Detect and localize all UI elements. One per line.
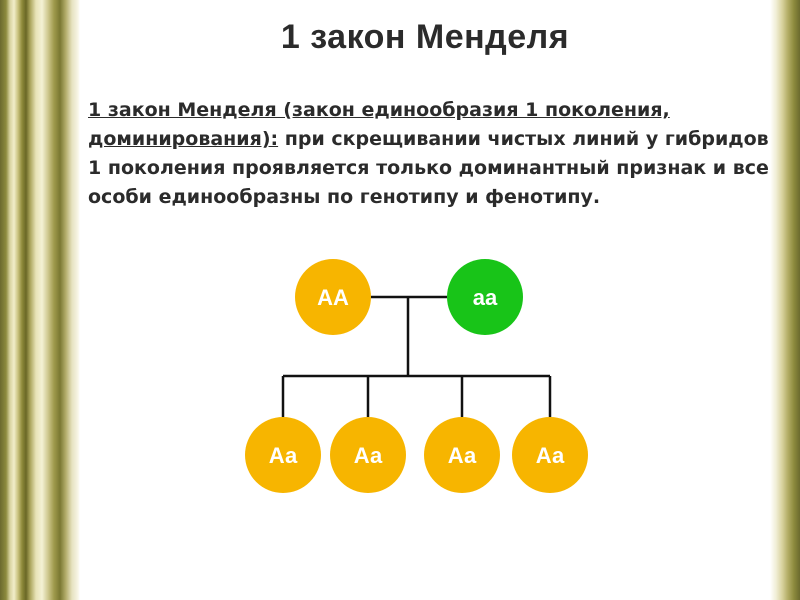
parent-node-recessive: аа (447, 259, 523, 335)
offspring-node-2: Аа (330, 417, 406, 493)
offspring-node-4-circle (512, 417, 588, 493)
decorative-frame-right (770, 0, 800, 600)
offspring-node-1: Аа (245, 417, 321, 493)
decorative-frame-left (0, 0, 80, 600)
parent-node-recessive-circle (447, 259, 523, 335)
offspring-node-1-label: Аа (269, 443, 298, 468)
slide-title: 1 закон Менделя (280, 18, 570, 56)
offspring-node-2-circle (330, 417, 406, 493)
parent-nodes: АА аа (295, 259, 523, 335)
parent-node-dominant-circle (295, 259, 371, 335)
connector-lines (281, 295, 552, 417)
offspring-node-3-label: Аа (448, 443, 477, 468)
offspring-node-1-circle (245, 417, 321, 493)
parent-node-dominant-label: АА (317, 285, 349, 310)
offspring-node-3: Аа (424, 417, 500, 493)
offspring-node-4-label: Аа (536, 443, 565, 468)
law-definition-lead: 1 закон Менделя (закон единообразия 1 по… (88, 99, 670, 150)
offspring-nodes: Аа Аа Аа Аа (245, 417, 588, 493)
offspring-node-3-circle (424, 417, 500, 493)
law-definition-rest: при скрещивании чистых линий у гибридов … (88, 128, 769, 208)
offspring-node-4: Аа (512, 417, 588, 493)
offspring-node-2-label: Аа (354, 443, 383, 468)
parent-node-dominant: АА (295, 259, 371, 335)
parent-node-recessive-label: аа (473, 285, 498, 310)
law-description: 1 закон Менделя (закон единообразия 1 по… (88, 96, 788, 212)
